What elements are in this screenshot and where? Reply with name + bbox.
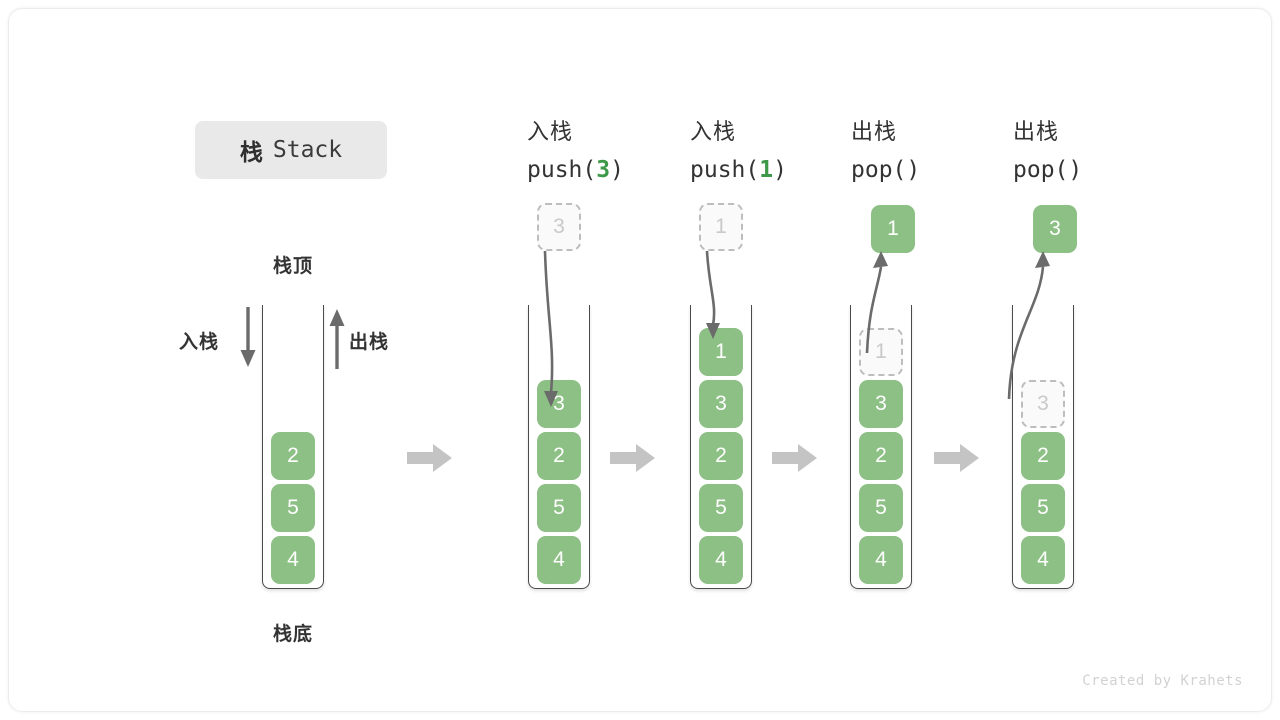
stack-cell: 4 — [537, 536, 581, 584]
stack-cell: 5 — [271, 484, 315, 532]
push-direction-arrow-icon — [240, 307, 256, 367]
code-suffix: ) — [610, 157, 624, 183]
popped-value-box: 1 — [871, 205, 915, 253]
step-operation-code: push(1) — [690, 151, 830, 189]
stack-cell: 4 — [271, 536, 315, 584]
stack-cell: 4 — [1021, 536, 1065, 584]
stack-cell: 3 — [859, 380, 903, 428]
stack-cell: 4 — [859, 536, 903, 584]
stack-cell-ghost: 3 — [1021, 380, 1065, 428]
stack-cell: 4 — [699, 536, 743, 584]
step-transition-arrow-icon — [772, 444, 817, 472]
code-prefix: push( — [690, 157, 760, 183]
step-title-zh: 出栈 — [851, 119, 898, 144]
step-title-zh: 入栈 — [527, 119, 574, 144]
stack-cell: 2 — [859, 432, 903, 480]
stack-cell: 3 — [537, 380, 581, 428]
code-prefix: pop( — [1013, 157, 1069, 183]
stack-bottom-label: 栈底 — [272, 624, 313, 645]
code-prefix: push( — [527, 157, 597, 183]
push-direction-label: 入栈 — [179, 332, 220, 353]
title-en: Stack — [272, 137, 343, 163]
title-zh: 栈 — [239, 139, 264, 165]
step-operation-code: pop() — [851, 151, 991, 189]
stack-cell: 5 — [1021, 484, 1065, 532]
code-argument: 1 — [759, 157, 774, 183]
stack-cell: 2 — [537, 432, 581, 480]
stack-cell: 5 — [699, 484, 743, 532]
popped-value-box: 3 — [1033, 205, 1077, 253]
stack-cell: 2 — [699, 432, 743, 480]
step-header: 入栈 push(1) — [690, 113, 830, 189]
pop-direction-label: 出栈 — [349, 332, 390, 353]
stack-cell: 2 — [1021, 432, 1065, 480]
pending-value-box: 1 — [699, 203, 743, 251]
step-title-zh: 出栈 — [1013, 119, 1060, 144]
code-suffix: ) — [906, 157, 921, 183]
pop-direction-arrow-icon — [329, 309, 345, 369]
code-suffix: ) — [773, 157, 787, 183]
stack-cell: 5 — [537, 484, 581, 532]
code-prefix: pop( — [851, 157, 907, 183]
step-operation-code: push(3) — [527, 151, 667, 189]
watermark: Created by Krahets — [1082, 673, 1243, 689]
stack-cell-ghost: 1 — [859, 328, 903, 376]
step-title-zh: 入栈 — [690, 119, 737, 144]
diagram-title-badge: 栈 Stack — [195, 121, 387, 179]
stack-cell: 2 — [271, 432, 315, 480]
stack-cell: 5 — [859, 484, 903, 532]
step-operation-code: pop() — [1013, 151, 1153, 189]
stack-cell: 1 — [699, 328, 743, 376]
stack-top-label: 栈顶 — [272, 256, 313, 277]
code-argument: 3 — [596, 157, 611, 183]
stack-cell: 3 — [699, 380, 743, 428]
step-header: 出栈 pop() — [851, 113, 991, 189]
step-transition-arrow-icon — [934, 444, 979, 472]
step-header: 入栈 push(3) — [527, 113, 667, 189]
step-header: 出栈 pop() — [1013, 113, 1153, 189]
step-transition-arrow-icon — [610, 444, 655, 472]
pending-value-box: 3 — [537, 203, 581, 251]
code-suffix: ) — [1068, 157, 1083, 183]
step-transition-arrow-icon — [407, 444, 452, 472]
